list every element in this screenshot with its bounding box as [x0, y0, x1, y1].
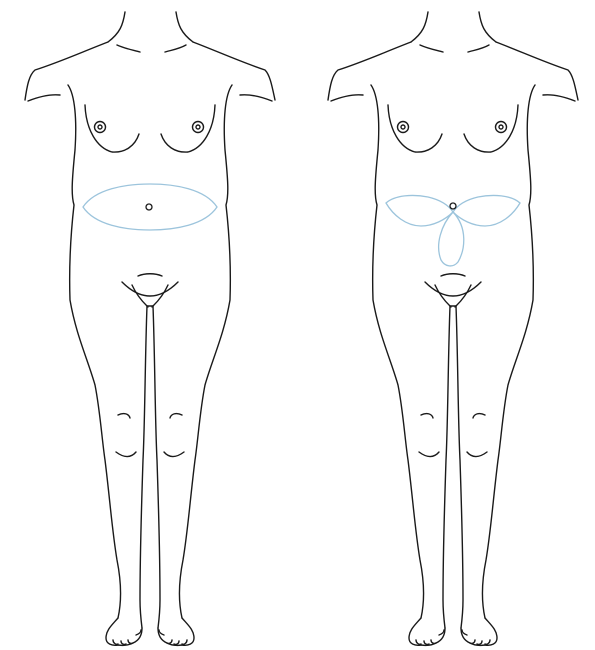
- incision-wing-right: [453, 195, 520, 226]
- navel-left: [146, 204, 152, 210]
- figure-right: [328, 12, 578, 645]
- incision-ellipse: [83, 184, 217, 230]
- navel-right: [450, 203, 456, 209]
- body-outline-right: [328, 12, 578, 645]
- body-outline-left: [25, 12, 275, 645]
- figure-left: [25, 12, 275, 645]
- incision-wing-left: [386, 195, 453, 226]
